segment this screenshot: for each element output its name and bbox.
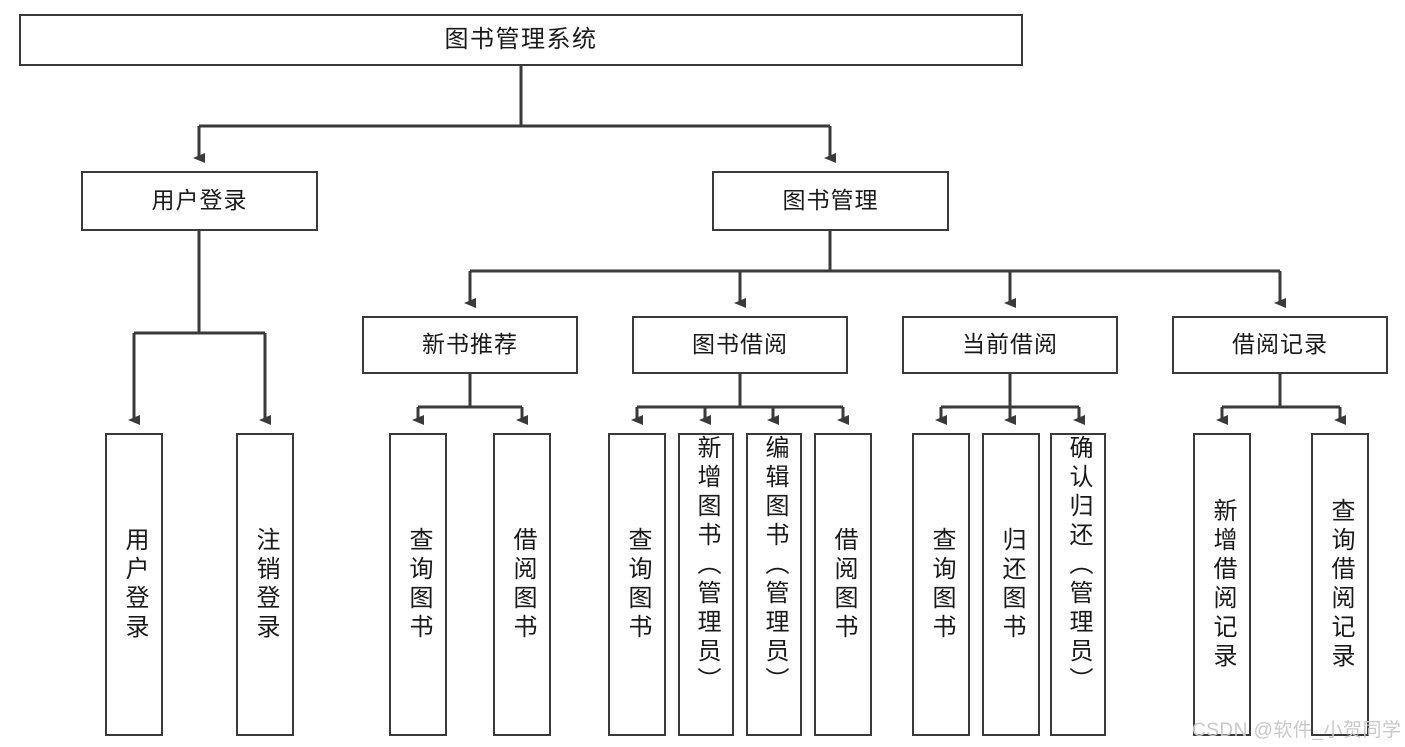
leaf-query-book-newbook[interactable]: 查询图书 (389, 433, 447, 736)
node-label: 借阅图书 (509, 526, 536, 643)
node-borrow-record[interactable]: 借阅记录 (1172, 316, 1388, 374)
leaf-logout[interactable]: 注销登录 (236, 433, 294, 736)
node-current-borrow[interactable]: 当前借阅 (902, 316, 1118, 374)
leaf-query-borrow-record[interactable]: 查询借阅记录 (1311, 433, 1369, 736)
leaf-return-book[interactable]: 归还图书 (982, 433, 1040, 736)
node-label: 查询图书 (928, 526, 955, 643)
node-label: 归还图书 (998, 526, 1025, 643)
leaf-user-login[interactable]: 用户登录 (105, 433, 163, 736)
csdn-watermark: CSDN @软件_小贺同学 (1192, 720, 1402, 741)
node-root-system[interactable]: 图书管理系统 (19, 14, 1023, 66)
leaf-borrow-book[interactable]: 借阅图书 (814, 433, 872, 736)
node-book-borrow[interactable]: 图书借阅 (632, 316, 848, 374)
node-label: 用户登录 (151, 187, 248, 214)
node-label: 当前借阅 (962, 331, 1058, 358)
leaf-edit-book-admin[interactable]: 编辑图书（管理员） (746, 433, 802, 736)
node-label: 图书管理 (782, 187, 879, 214)
leaf-add-book-admin[interactable]: 新增图书（管理员） (678, 433, 734, 736)
leaf-add-borrow-record[interactable]: 新增借阅记录 (1193, 433, 1251, 736)
node-new-book-recommend[interactable]: 新书推荐 (362, 316, 578, 374)
leaf-confirm-return-admin[interactable]: 确认归还（管理员） (1050, 433, 1106, 736)
node-user-login[interactable]: 用户登录 (81, 171, 318, 231)
leaf-borrow-book-newbook[interactable]: 借阅图书 (493, 433, 551, 736)
node-label: 查询图书 (624, 526, 651, 643)
node-label: 新书推荐 (422, 331, 518, 358)
node-label: 查询图书 (405, 526, 432, 643)
node-label: 新增图书（管理员） (693, 435, 720, 696)
node-label: 图书管理系统 (444, 25, 598, 53)
node-book-management[interactable]: 图书管理 (712, 171, 949, 231)
node-label: 借阅图书 (830, 526, 857, 643)
leaf-query-book-current[interactable]: 查询图书 (912, 433, 970, 736)
node-label: 注销登录 (252, 526, 279, 643)
node-label: 借阅记录 (1232, 331, 1328, 358)
leaf-query-book-borrow[interactable]: 查询图书 (608, 433, 666, 736)
node-label: 确认归还（管理员） (1065, 435, 1092, 696)
node-label: 编辑图书（管理员） (761, 435, 788, 696)
node-label: 用户登录 (121, 526, 148, 643)
node-label: 新增借阅记录 (1209, 497, 1236, 672)
node-label: 图书借阅 (692, 331, 788, 358)
node-label: 查询借阅记录 (1327, 497, 1354, 672)
